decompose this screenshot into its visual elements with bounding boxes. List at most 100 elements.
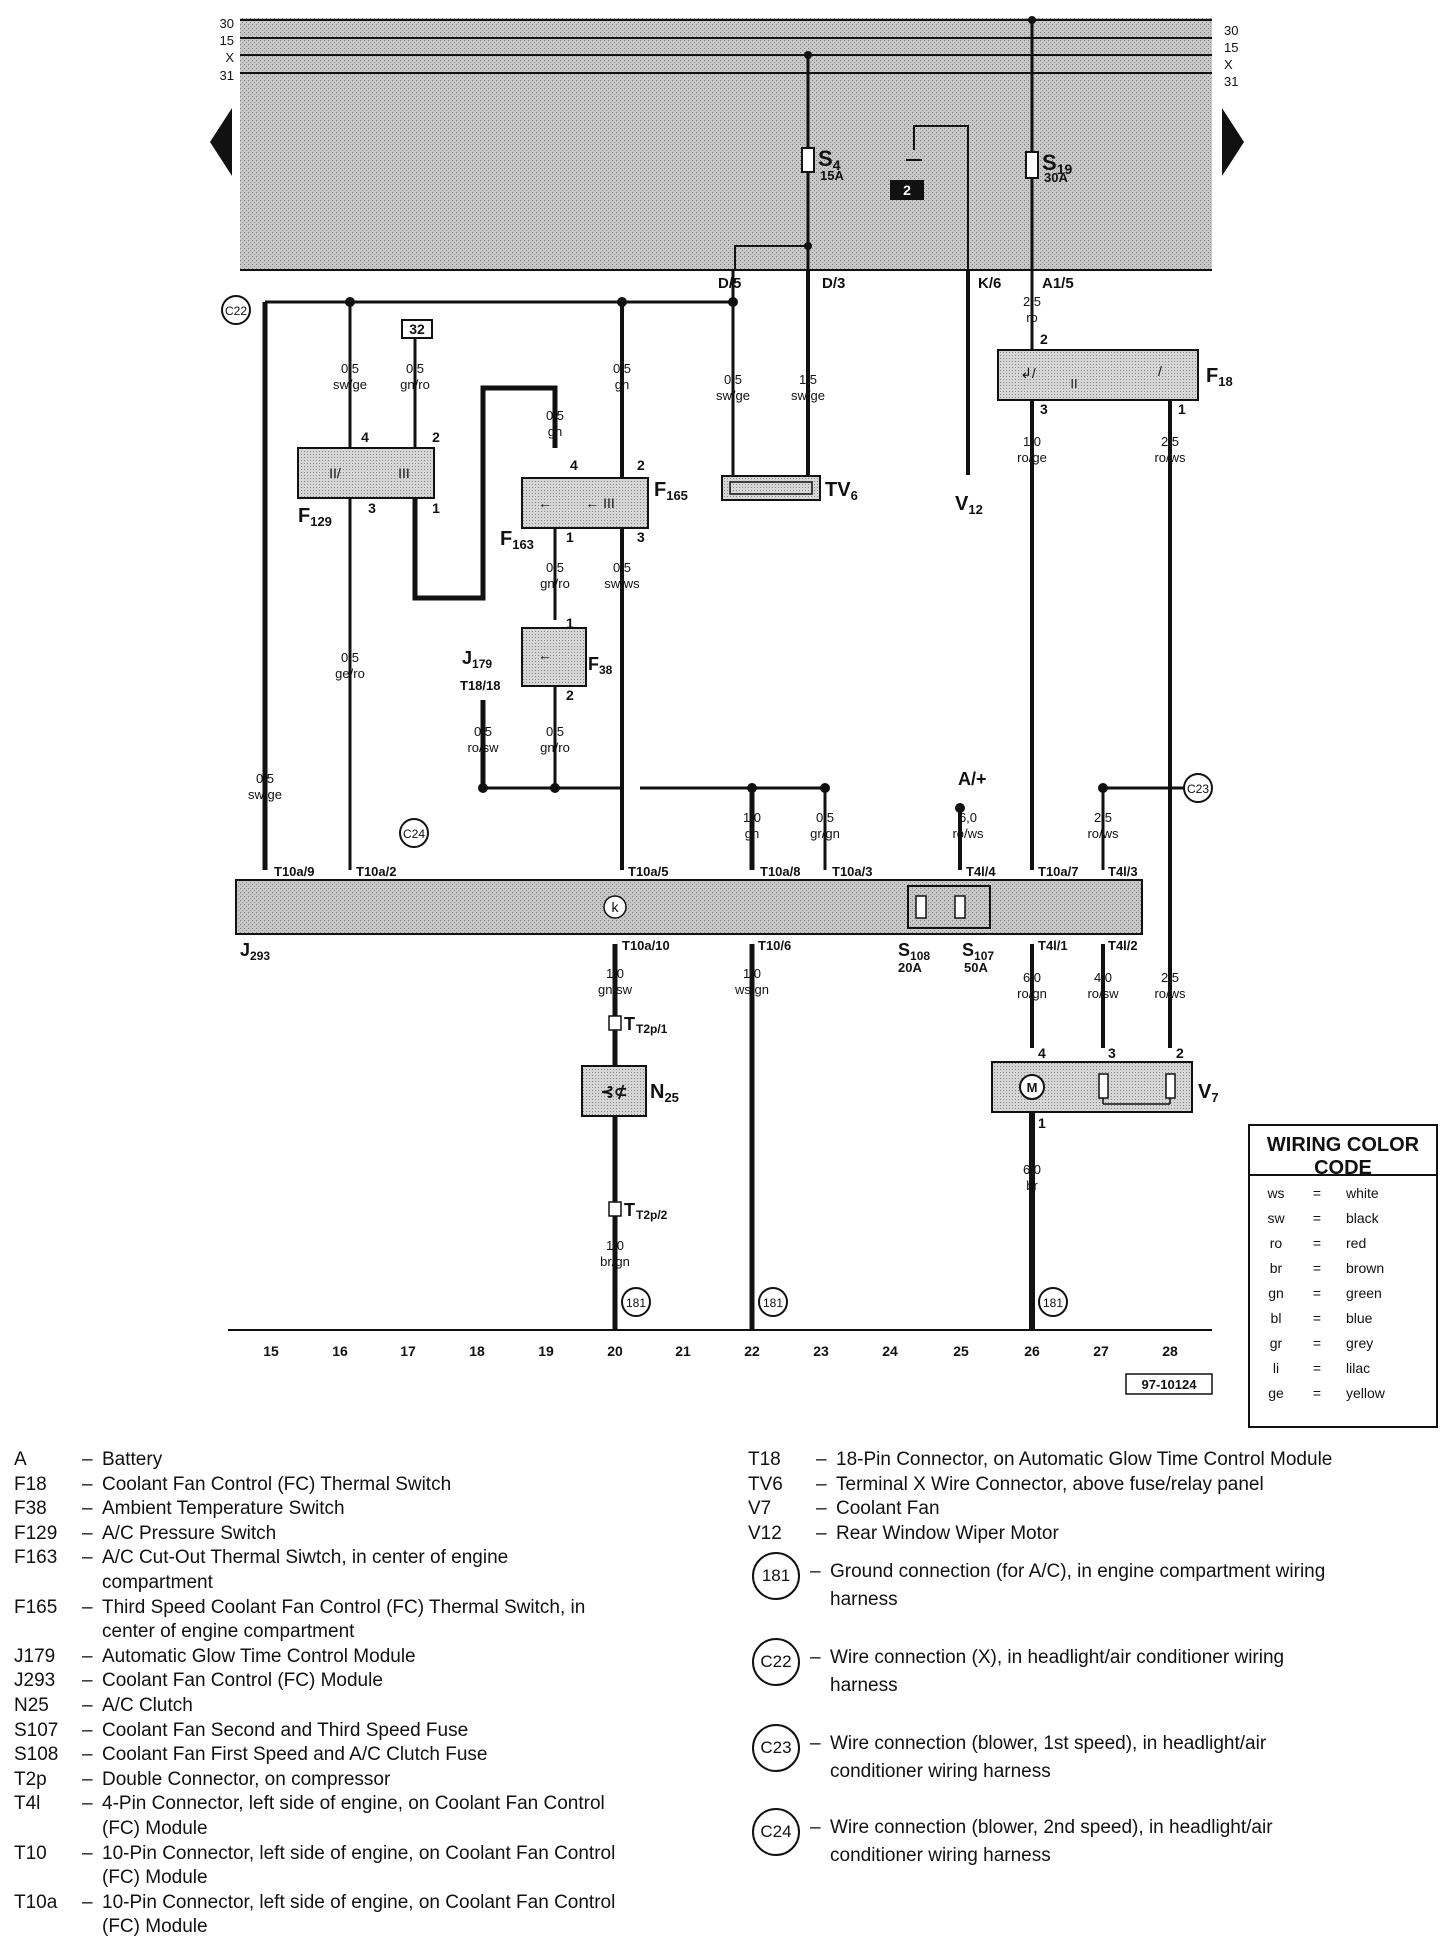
svg-text:T10a/7: T10a/7 <box>1038 864 1078 879</box>
legend-dash: – <box>810 1561 821 1582</box>
svg-text:0,5: 0,5 <box>406 361 424 376</box>
color-code-eq: = <box>1312 1209 1322 1226</box>
connection-desc: Wire connection (X), in headlight/air co… <box>830 1638 1430 1700</box>
connection-desc-line: Wire connection (blower, 2nd speed), in … <box>830 1817 1273 1838</box>
fuse-relay-panel: 30 15 X 31 30 15 X 31 S4 15A S19 30A 2 <box>210 16 1244 292</box>
legend-entry: F38–Ambient Temperature Switch <box>14 1497 714 1522</box>
svg-text:1,0: 1,0 <box>1023 434 1041 449</box>
color-code-eq: = <box>1312 1259 1322 1276</box>
svg-text:26: 26 <box>1024 1343 1040 1359</box>
legend-code: V12 <box>748 1522 782 1544</box>
legend-dash: – <box>82 1793 93 1815</box>
legend-entry: S107–Coolant Fan Second and Third Speed … <box>14 1719 714 1744</box>
legend-dash: – <box>82 1891 93 1913</box>
color-code-eq: = <box>1312 1234 1322 1251</box>
connection-desc-line: Wire connection (blower, 1st speed), in … <box>830 1733 1267 1754</box>
svg-text:0,5: 0,5 <box>724 372 742 387</box>
legend-desc: A/C Clutch <box>102 1694 193 1716</box>
svg-text:T10a/8: T10a/8 <box>760 864 800 879</box>
svg-text:1,0: 1,0 <box>743 966 761 981</box>
connection-c24: C24 <box>399 818 429 848</box>
connection-legend-entry: 181–Ground connection (for A/C), in engi… <box>752 1552 1430 1614</box>
svg-text:3: 3 <box>368 500 376 516</box>
color-code-color: brown <box>1346 1259 1385 1276</box>
svg-text:6,0: 6,0 <box>1023 1162 1041 1177</box>
terminal-x-left: X <box>225 50 234 65</box>
svg-text:sw/ge: sw/ge <box>791 388 825 403</box>
svg-text:III: III <box>398 465 410 481</box>
svg-text:21: 21 <box>675 1343 691 1359</box>
svg-text:97-10124: 97-10124 <box>1142 1377 1198 1392</box>
legend-dash: – <box>82 1645 93 1667</box>
output-k6: K/6 <box>978 275 1001 292</box>
legend-dash: – <box>82 1473 93 1495</box>
legend-entry: J293–Coolant Fan Control (FC) Module <box>14 1669 714 1694</box>
terminal-30-right: 30 <box>1224 23 1238 38</box>
wiring-diagram: 30 15 X 31 30 15 X 31 S4 15A S19 30A 2 <box>210 16 1244 1395</box>
connection-desc-line: harness <box>830 1675 898 1696</box>
panel-link-box <box>890 180 924 200</box>
svg-text:1,0: 1,0 <box>606 1238 624 1253</box>
connection-desc: Wire connection (blower, 1st speed), in … <box>830 1724 1430 1786</box>
svg-text:15: 15 <box>263 1343 279 1359</box>
svg-text:0,5: 0,5 <box>546 560 564 575</box>
output-a15: A1/5 <box>1042 275 1074 292</box>
ground-181-col22: 181 <box>758 1287 788 1317</box>
svg-text:/: / <box>1158 363 1162 379</box>
legend-dash: – <box>810 1817 821 1838</box>
svg-text:A/+: A/+ <box>958 769 987 789</box>
connection-legend-entry: C24–Wire connection (blower, 2nd speed),… <box>752 1808 1430 1870</box>
legend-dash: – <box>810 1647 821 1668</box>
legend-entry: V7–Coolant Fan <box>748 1497 1448 1522</box>
legend-desc: Coolant Fan First Speed and A/C Clutch F… <box>102 1744 488 1766</box>
legend-dash: – <box>816 1522 827 1544</box>
svg-text:V12: V12 <box>955 493 983 517</box>
svg-text:gn: gn <box>615 377 629 392</box>
connection-desc-line: Ground connection (for A/C), in engine c… <box>830 1561 1326 1582</box>
legend-desc: Coolant Fan Control (FC) Thermal Switch <box>102 1473 452 1495</box>
ref-32: 32 <box>401 319 433 339</box>
svg-text:0,5: 0,5 <box>613 560 631 575</box>
panel-link-label: 2 <box>903 182 911 198</box>
connection-symbol: C22 <box>752 1638 800 1686</box>
svg-text:ro/ws: ro/ws <box>1154 450 1186 465</box>
svg-text:T: T <box>624 1014 635 1034</box>
svg-text:28: 28 <box>1162 1343 1178 1359</box>
legend-desc: Terminal X Wire Connector, above fuse/re… <box>836 1473 1264 1495</box>
legend-code: F129 <box>14 1522 58 1544</box>
svg-text:T: T <box>624 1200 635 1220</box>
svg-text:II/: II/ <box>329 465 341 481</box>
svg-text:ro/ge: ro/ge <box>1017 450 1047 465</box>
svg-text:1: 1 <box>432 500 440 516</box>
svg-text:N25: N25 <box>650 1081 679 1105</box>
component-legend-right: T18–18-Pin Connector, on Automatic Glow … <box>748 1448 1448 1546</box>
svg-text:1,5: 1,5 <box>799 372 817 387</box>
svg-text:0,5: 0,5 <box>546 408 564 423</box>
connector-labels: T10a/9 T10a/2 T10a/5 T10a/8 T10a/3 T4l/4… <box>274 864 1138 1222</box>
legend-code: S108 <box>14 1744 59 1766</box>
svg-text:181: 181 <box>626 1296 646 1310</box>
svg-text:50A: 50A <box>964 960 988 975</box>
ground-181-col26: 181 <box>1038 1287 1068 1317</box>
svg-text:sw/ge: sw/ge <box>716 388 750 403</box>
color-code-title: WIRING COLOR CODE <box>1250 1126 1436 1179</box>
svg-text:25: 25 <box>953 1343 969 1359</box>
legend-entry: T10a–10-Pin Connector, left side of engi… <box>14 1891 714 1916</box>
continued-right-arrow-icon <box>1222 108 1244 176</box>
legend-desc: 4-Pin Connector, left side of engine, on… <box>102 1793 605 1815</box>
svg-text:ro/gn: ro/gn <box>1017 986 1047 1001</box>
terminal-30-left: 30 <box>220 16 234 31</box>
svg-text:2,5: 2,5 <box>1161 434 1179 449</box>
component-j293: k J293 S108 20A S107 50A <box>235 879 1143 975</box>
legend-entry: (FC) Module <box>14 1866 714 1891</box>
legend-dash: – <box>82 1694 93 1716</box>
legend-entry: compartment <box>14 1571 714 1596</box>
legend-desc: Automatic Glow Time Control Module <box>102 1645 416 1667</box>
component-f129: II/ III 4 2 3 1 F129 <box>297 429 440 529</box>
svg-text:gn/ro: gn/ro <box>400 377 430 392</box>
svg-text:gn/ro: gn/ro <box>540 740 570 755</box>
svg-text:ro/ws: ro/ws <box>1087 826 1119 841</box>
svg-text:30A: 30A <box>1044 170 1068 185</box>
svg-text:2,5: 2,5 <box>1161 970 1179 985</box>
